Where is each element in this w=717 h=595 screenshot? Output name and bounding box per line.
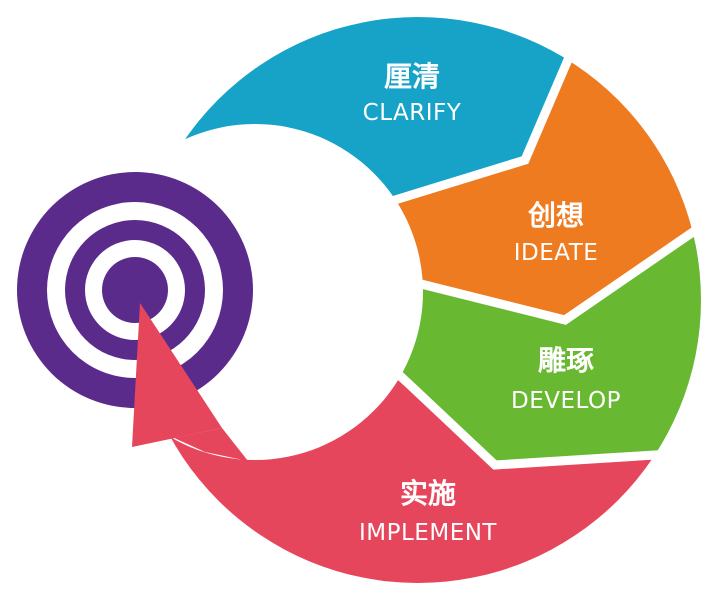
divider-ideate-develop bbox=[408, 215, 715, 325]
divider-clarify-ideate bbox=[378, 30, 585, 210]
segment-dividers bbox=[378, 30, 715, 470]
label-ideate: 创想 IDEATE bbox=[514, 199, 599, 266]
cycle-arrow bbox=[132, 303, 248, 461]
label-ideate-en: IDEATE bbox=[514, 240, 599, 266]
label-implement-zh: 实施 bbox=[400, 477, 456, 510]
target bbox=[17, 172, 253, 408]
label-develop-en: DEVELOP bbox=[511, 388, 621, 414]
label-develop-zh: 雕琢 bbox=[538, 344, 594, 377]
label-implement-en: IMPLEMENT bbox=[359, 520, 497, 546]
arrow-tail-joint bbox=[150, 428, 248, 461]
label-clarify: 厘清 CLARIFY bbox=[363, 60, 462, 126]
label-ideate-zh: 创想 bbox=[527, 199, 584, 232]
segment-clarify bbox=[0, 0, 594, 229]
target-bullseye bbox=[102, 257, 168, 323]
label-develop: 雕琢 DEVELOP bbox=[511, 344, 621, 414]
label-implement: 实施 IMPLEMENT bbox=[359, 477, 497, 546]
segment-develop bbox=[330, 215, 717, 465]
segment-ideate bbox=[300, 0, 717, 320]
label-clarify-zh: 厘清 bbox=[384, 60, 440, 93]
label-clarify-en: CLARIFY bbox=[363, 100, 462, 126]
arrowhead bbox=[132, 303, 222, 447]
divider-develop-implement bbox=[394, 370, 681, 470]
